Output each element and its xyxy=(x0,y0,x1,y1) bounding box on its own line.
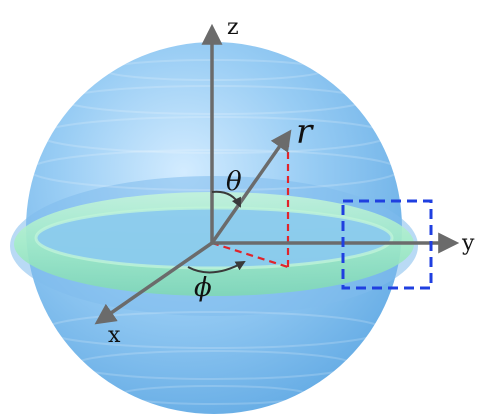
r-vector xyxy=(210,129,292,245)
phi-label: ϕ xyxy=(194,273,212,303)
radial-projection-line xyxy=(211,241,289,269)
z-axis-label: z xyxy=(227,15,239,40)
projection-lines xyxy=(211,140,290,269)
x-axis-label: x xyxy=(108,323,121,348)
y-axis-label: y xyxy=(461,231,475,256)
x-axis xyxy=(94,241,213,325)
theta-label: θ xyxy=(226,167,242,197)
highlight-dashed-box xyxy=(341,199,433,290)
theta-arc-icon xyxy=(211,190,241,208)
phi-arc-icon xyxy=(187,261,246,274)
coordinate-axes xyxy=(94,23,460,325)
r-label: r xyxy=(296,112,314,152)
